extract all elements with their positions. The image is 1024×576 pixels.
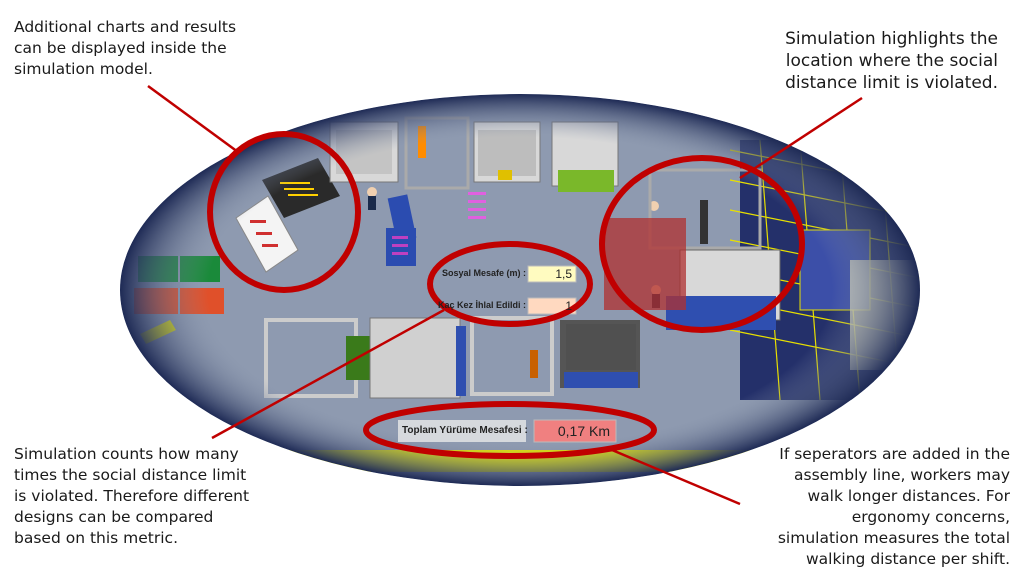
callout-line-bottom-left bbox=[211, 308, 445, 440]
annotation-line: ergonomy concerns, bbox=[851, 508, 1010, 526]
violation-count-label: Kaç Kez İhlal Edildi : bbox=[438, 300, 527, 310]
annotation-line: can be displayed inside the bbox=[14, 39, 227, 57]
annotation-line: Additional charts and results bbox=[14, 18, 237, 36]
annotation-line: location where the social bbox=[785, 51, 998, 71]
ring-counters bbox=[427, 241, 593, 327]
social-distance-box bbox=[527, 265, 577, 283]
ring-violation bbox=[599, 155, 805, 333]
annotation-line: is violated. Therefore different bbox=[14, 487, 250, 505]
annotation-bottom-left: Simulation counts how many times the soc… bbox=[14, 444, 249, 549]
annotation-top-left: Additional charts and results can be dis… bbox=[14, 17, 236, 80]
violation-count-value: 1 bbox=[565, 299, 572, 313]
annotation-line: assembly line, workers may bbox=[794, 466, 1010, 484]
callout-line-top-right bbox=[739, 96, 863, 180]
walking-distance-label: Toplam Yürüme Mesafesi : bbox=[402, 425, 528, 436]
callout-line-top-left bbox=[147, 84, 239, 154]
annotation-line: Simulation highlights the bbox=[785, 29, 998, 49]
annotation-line: designs can be compared bbox=[14, 508, 214, 526]
annotation-line: walk longer distances. For bbox=[807, 487, 1011, 505]
annotation-line: simulation model. bbox=[14, 60, 153, 78]
social-distance-value: 1,5 bbox=[555, 267, 572, 281]
annotation-line: walking distance per shift. bbox=[805, 550, 1010, 568]
annotation-bottom-right: If seperators are added in the assembly … bbox=[778, 444, 1010, 570]
annotation-line: simulation measures the total bbox=[777, 529, 1010, 547]
annotation-line: based on this metric. bbox=[14, 529, 178, 547]
ring-walking bbox=[363, 401, 657, 459]
annotation-line: times the social distance limit bbox=[14, 466, 247, 484]
callout-line-bottom-right bbox=[611, 448, 741, 506]
annotation-top-right: Simulation highlights the location where… bbox=[785, 28, 998, 94]
annotation-line: If seperators are added in the bbox=[779, 445, 1010, 463]
annotation-line: distance limit is violated. bbox=[785, 73, 998, 93]
walking-distance-value: 0,17 Km bbox=[557, 423, 610, 439]
ring-charts bbox=[207, 131, 361, 293]
walking-distance-box bbox=[533, 419, 617, 443]
social-distance-label: Sosyal Mesafe (m) : bbox=[442, 268, 527, 278]
annotation-line: Simulation counts how many bbox=[14, 445, 239, 463]
